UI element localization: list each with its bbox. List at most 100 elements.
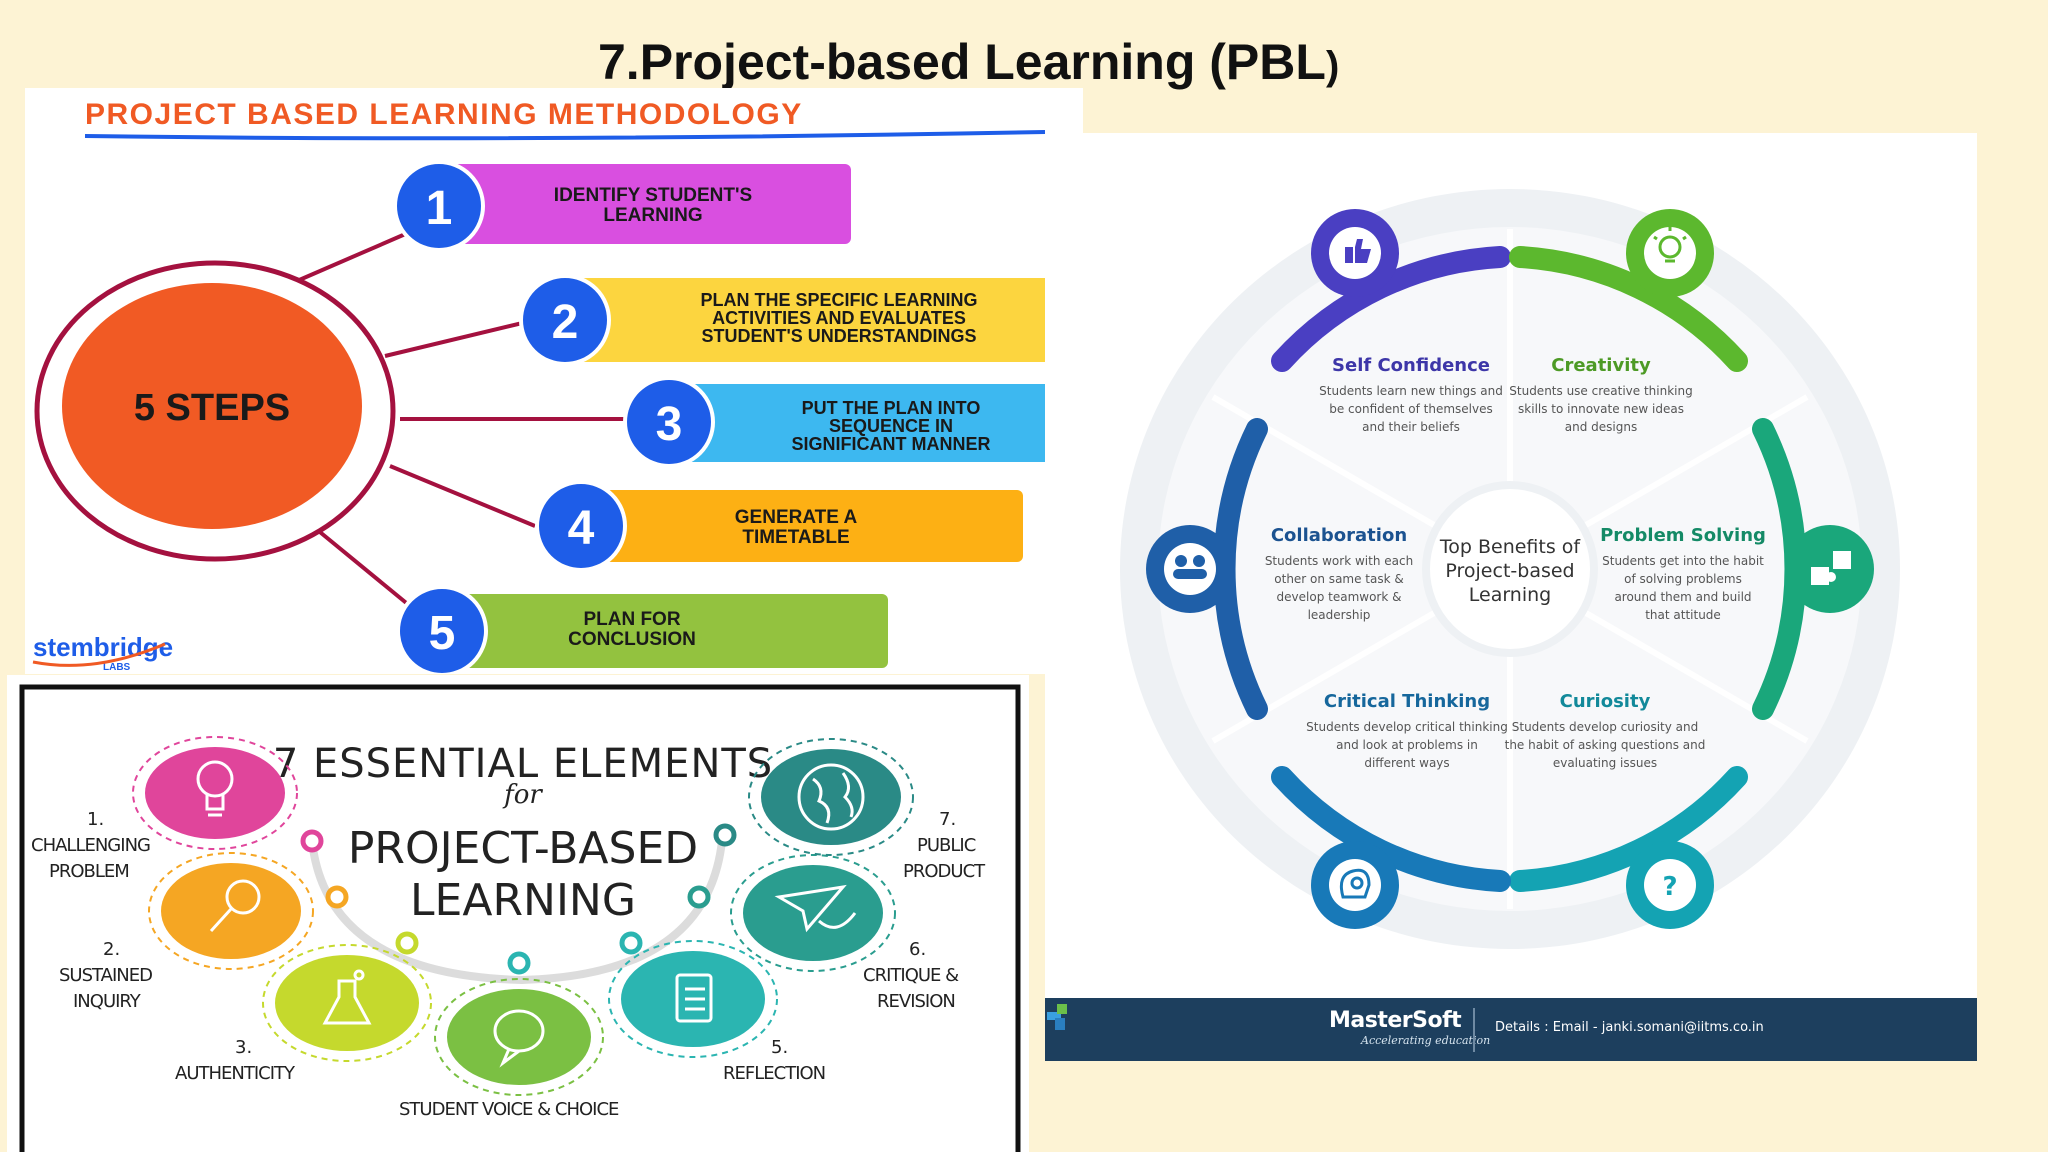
element-4: STUDENT VOICE & CHOICE bbox=[399, 978, 620, 1120]
svg-text:?: ? bbox=[1662, 872, 1677, 902]
benefit-curiosity: Curiosity Students develop curiosity and… bbox=[1505, 691, 1706, 770]
svg-text:leadership: leadership bbox=[1308, 608, 1371, 622]
svg-text:Collaboration: Collaboration bbox=[1271, 525, 1407, 546]
stembridge-logo-sub: LABS bbox=[103, 662, 131, 673]
step-1-text-line-1: IDENTIFY STUDENT'S bbox=[554, 185, 752, 206]
thumbs-up-icon bbox=[1345, 239, 1371, 263]
element-3-blob bbox=[275, 955, 419, 1051]
speech-bubble-icon bbox=[493, 1009, 545, 1068]
svg-text:PROBLEM: PROBLEM bbox=[49, 861, 129, 882]
svg-text:Students develop critical thin: Students develop critical thinking bbox=[1306, 720, 1508, 734]
logo-swoosh bbox=[32, 642, 166, 667]
step-1-number: 1 bbox=[426, 182, 453, 235]
step-3-bar bbox=[673, 384, 1073, 462]
element-6-blob bbox=[743, 865, 883, 961]
step-1: 1 IDENTIFY STUDENT'S LEARNING bbox=[393, 160, 851, 252]
svg-text:1.: 1. bbox=[87, 809, 104, 830]
step-1-number-circle bbox=[393, 160, 485, 252]
teamwork-icon bbox=[1173, 555, 1207, 579]
pin-self-confidence bbox=[1311, 209, 1399, 297]
svg-text:INQUIRY: INQUIRY bbox=[73, 991, 142, 1012]
heading-underline bbox=[84, 130, 1046, 141]
brain-gear-icon bbox=[1339, 868, 1371, 899]
benefits-panel: ? Top Benefits of Project-based Learning… bbox=[1045, 133, 1977, 1061]
step-4-text-line-2: TIMETABLE bbox=[742, 527, 849, 548]
elements-subtitle-1: PROJECT-BASED bbox=[348, 823, 698, 874]
footer-contact[interactable]: Details : Email - janki.somani@iitms.co.… bbox=[1495, 1020, 1764, 1035]
step-4-number: 4 bbox=[568, 502, 595, 555]
wheel-center bbox=[1422, 481, 1598, 657]
svg-text:Students work with each: Students work with each bbox=[1265, 554, 1413, 568]
svg-text:and look at problems in: and look at problems in bbox=[1336, 738, 1478, 752]
svg-text:AUTHENTICITY: AUTHENTICITY bbox=[175, 1063, 296, 1084]
step-2-text-line-1: PLAN THE SPECIFIC LEARNING bbox=[700, 290, 977, 310]
svg-text:and their beliefs: and their beliefs bbox=[1362, 420, 1460, 434]
svg-text:and designs: and designs bbox=[1565, 420, 1637, 434]
step-5-text-line-2: CONCLUSION bbox=[568, 629, 696, 650]
mastersoft-logo: MasterSoft bbox=[1329, 1008, 1462, 1033]
mastersoft-tagline: Accelerating education bbox=[1361, 1034, 1491, 1047]
globe-icon bbox=[797, 763, 865, 831]
steps-panel: PROJECT BASED LEARNING METHODOLOGY 5 STE… bbox=[25, 88, 1083, 674]
elements-arc bbox=[308, 840, 726, 985]
svg-text:Students develop curiosity and: Students develop curiosity and bbox=[1512, 720, 1699, 734]
steps-hub bbox=[62, 283, 362, 529]
puzzle-icon bbox=[1811, 551, 1851, 585]
step-4-bar bbox=[585, 490, 1023, 562]
pin-critical-thinking bbox=[1311, 841, 1399, 929]
benefit-creativity: Creativity Students use creative thinkin… bbox=[1509, 355, 1692, 434]
svg-text:skills to innovate new ideas: skills to innovate new ideas bbox=[1518, 402, 1684, 416]
svg-text:2.: 2. bbox=[103, 939, 120, 960]
arc-dots bbox=[300, 823, 737, 975]
svg-text:STUDENT VOICE & CHOICE: STUDENT VOICE & CHOICE bbox=[399, 1099, 619, 1120]
steps-hub-label: 5 STEPS bbox=[134, 387, 290, 429]
svg-text:CHALLENGING: CHALLENGING bbox=[31, 835, 150, 856]
paper-plane-icon bbox=[774, 884, 857, 933]
step-5: 5 PLAN FOR CONCLUSION bbox=[396, 585, 888, 674]
pin-creativity bbox=[1626, 209, 1714, 297]
element-1-blob bbox=[145, 747, 285, 839]
svg-text:the habit of asking questions: the habit of asking questions and bbox=[1505, 738, 1706, 752]
element-7: 7. PUBLIC PRODUCT bbox=[748, 738, 987, 882]
element-5: 5. REFLECTION bbox=[608, 940, 826, 1084]
step-2: 2 PLAN THE SPECIFIC LEARNING ACTIVITIES … bbox=[519, 274, 1073, 366]
elements-title: 7 ESSENTIAL ELEMENTS bbox=[273, 741, 773, 787]
element-7-blob bbox=[761, 749, 901, 845]
svg-text:different ways: different ways bbox=[1364, 756, 1449, 770]
step-4: 4 GENERATE A TIMETABLE bbox=[535, 480, 1023, 572]
step-4-text-line-1: GENERATE A bbox=[735, 507, 858, 528]
svg-text:other on same task &: other on same task & bbox=[1274, 572, 1403, 586]
svg-text:of solving problems: of solving problems bbox=[1624, 572, 1742, 586]
element-4-blob bbox=[447, 989, 591, 1085]
svg-text:be confident of themselves: be confident of themselves bbox=[1329, 402, 1493, 416]
footer-divider bbox=[1473, 1008, 1475, 1052]
lightbulb-icon bbox=[196, 760, 234, 817]
svg-text:Curiosity: Curiosity bbox=[1560, 691, 1651, 712]
step-3-number-circle bbox=[623, 376, 715, 468]
svg-text:Learning: Learning bbox=[1469, 584, 1552, 606]
mastersoft-logo-icon bbox=[1047, 1004, 1067, 1030]
svg-text:develop teamwork &: develop teamwork & bbox=[1277, 590, 1402, 604]
svg-text:SUSTAINED: SUSTAINED bbox=[59, 965, 152, 986]
elements-for: for bbox=[502, 780, 543, 810]
stembridge-logo: stembridge bbox=[33, 632, 173, 662]
flask-icon bbox=[322, 969, 372, 1025]
pin-collaboration bbox=[1146, 525, 1234, 613]
svg-text:REVISION: REVISION bbox=[877, 991, 955, 1012]
lightbulb-icon bbox=[1653, 227, 1687, 263]
svg-text:3.: 3. bbox=[235, 1037, 252, 1058]
step-2-number: 2 bbox=[552, 296, 579, 349]
step-2-text-line-3: STUDENT'S UNDERSTANDINGS bbox=[702, 326, 977, 346]
elements-subtitle-2: LEARNING bbox=[410, 875, 636, 926]
slide-title: 7.Project-based Learning (PBL) bbox=[598, 34, 1340, 90]
steps-heading: PROJECT BASED LEARNING METHODOLOGY bbox=[85, 98, 803, 131]
step-3-text-line-2: SEQUENCE IN bbox=[829, 416, 953, 436]
svg-text:Project-based: Project-based bbox=[1445, 560, 1574, 582]
pin-curiosity: ? bbox=[1626, 841, 1714, 929]
step-2-bar bbox=[567, 278, 1073, 362]
svg-text:CRITIQUE &: CRITIQUE & bbox=[863, 965, 959, 986]
step-3: 3 PUT THE PLAN INTO SEQUENCE IN SIGNIFIC… bbox=[623, 376, 1073, 468]
benefit-self-confidence: Self Confidence Students learn new thing… bbox=[1319, 355, 1503, 434]
element-2: 2. SUSTAINED INQUIRY bbox=[59, 852, 314, 1012]
svg-text:Critical Thinking: Critical Thinking bbox=[1324, 691, 1490, 712]
